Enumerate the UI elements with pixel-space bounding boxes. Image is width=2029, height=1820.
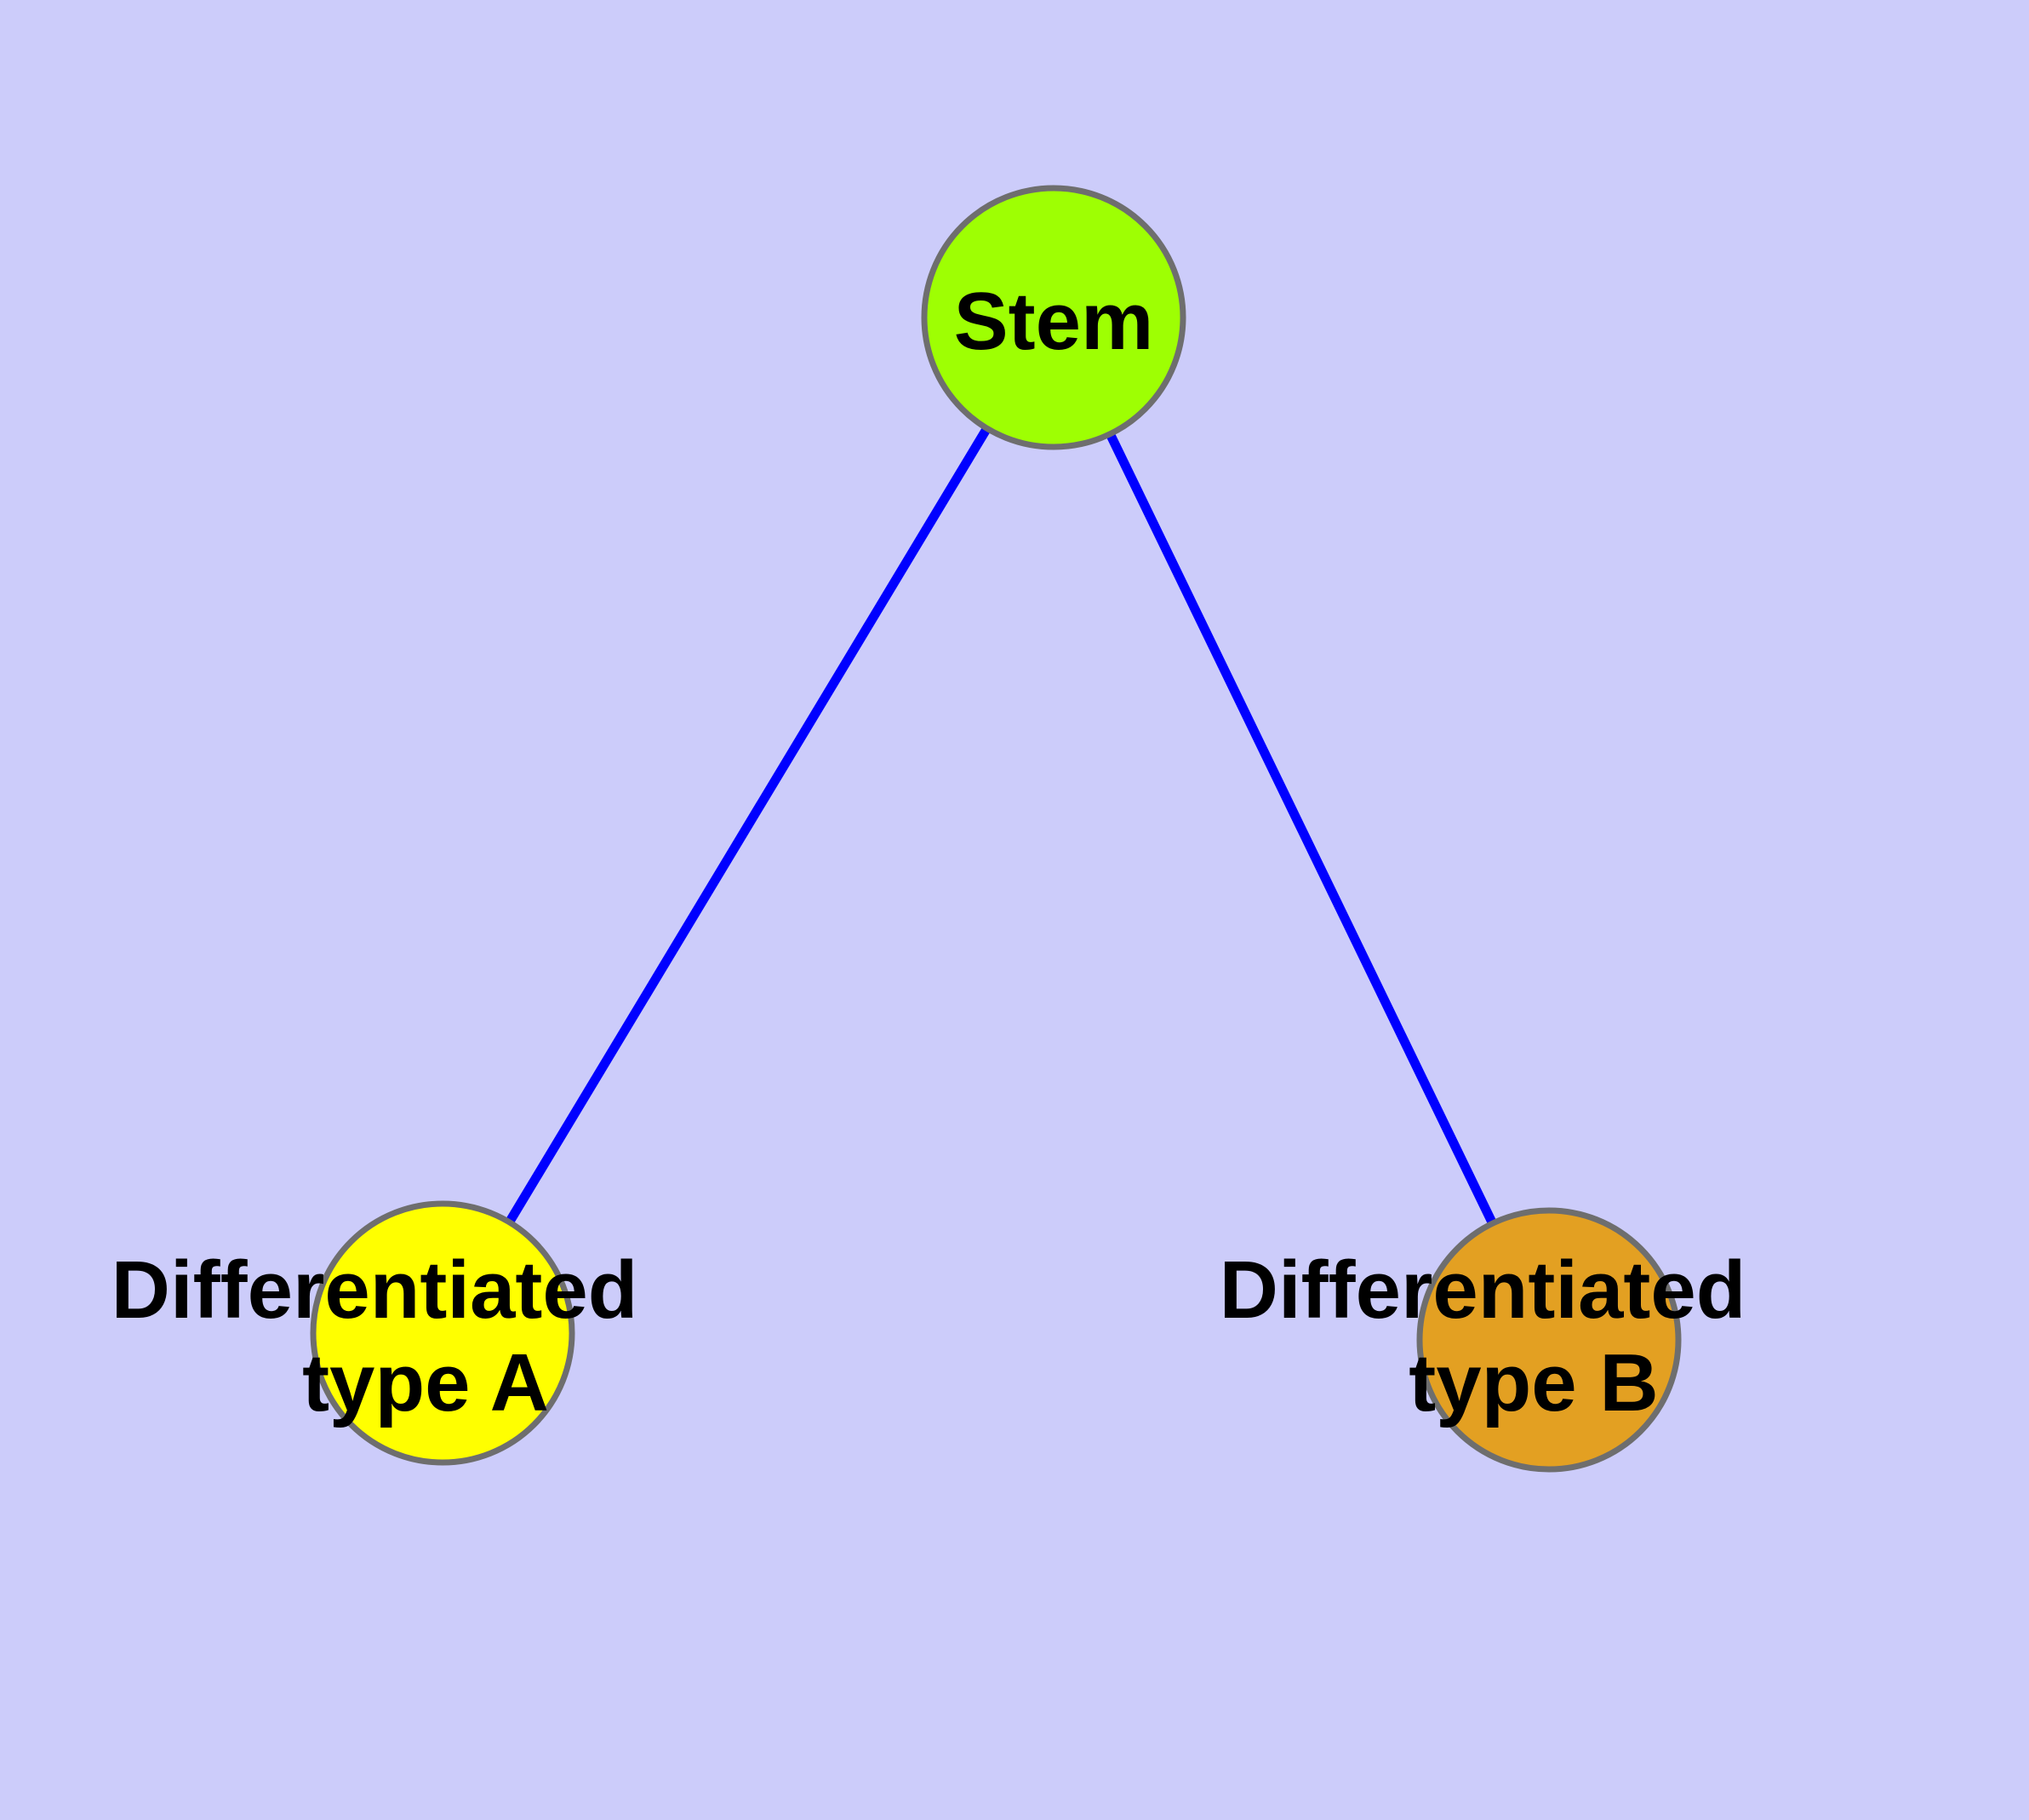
node-stem[interactable]: [921, 185, 1186, 450]
node-label-diff-b-line2: type B: [1409, 1337, 1658, 1428]
edge-stem-to-diff-b[interactable]: [1049, 315, 1553, 1342]
edge-stem-to-diff-a[interactable]: [438, 315, 1058, 1336]
node-diff-b[interactable]: [1416, 1207, 1682, 1473]
node-label-diff-b-line1: Differentiated: [1220, 1245, 1746, 1336]
edges-layer: [438, 315, 1553, 1342]
nodes-layer: [310, 185, 1682, 1473]
node-label-diff-a-line1: Differentiated: [111, 1245, 638, 1336]
node-diff-a[interactable]: [310, 1200, 575, 1466]
node-label-stem-line1: Stem: [954, 276, 1154, 367]
node-label-diff-a-line2: type A: [302, 1337, 549, 1428]
